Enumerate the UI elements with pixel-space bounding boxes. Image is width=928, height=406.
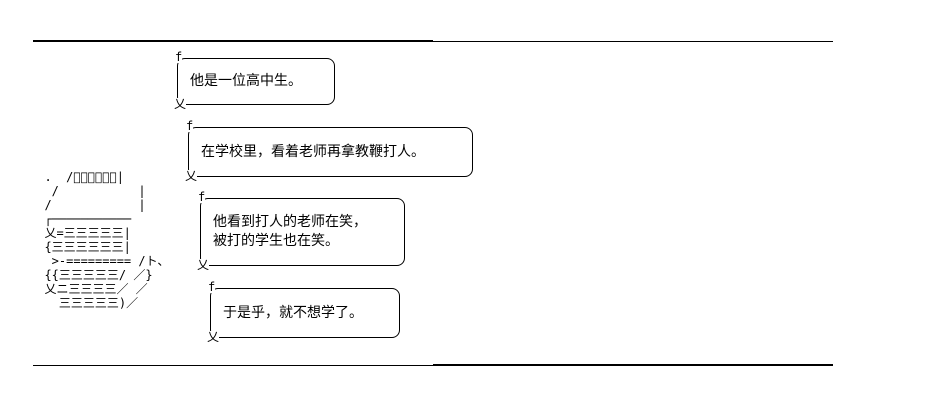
bubble-open-mark: f	[175, 50, 183, 64]
bubble-line: 在学校里，看着老师再拿教鞭打人。	[201, 143, 425, 160]
speech-bubble-4: f 于是乎，就不想学了。 乂	[207, 281, 400, 343]
bubble-close-mark: 乂	[174, 97, 187, 111]
bottom-rule-right	[433, 364, 833, 366]
speech-bubble-3: f 他看到打人的老师在笑， 被打的学生也在笑。 乂	[197, 191, 405, 271]
bubble-open-mark: f	[208, 280, 216, 294]
top-rule-right	[433, 41, 833, 42]
bubble-line: 于是乎，就不想学了。	[223, 304, 363, 321]
bubble-line: 他看到打人的老师在笑，	[213, 214, 367, 230]
bubble-close-mark: 乂	[185, 169, 198, 183]
bubble-open-mark: f	[198, 190, 206, 204]
bubble-line: 他是一位高中生。	[190, 73, 302, 89]
bottom-rule-left	[33, 365, 433, 366]
speech-bubble-1: f 他是一位高中生。 乂	[174, 51, 335, 110]
bubble-open-mark: f	[186, 119, 194, 133]
speech-bubble-2: f 在学校里，看着老师再拿教鞭打人。 乂	[185, 120, 473, 182]
bubble-close-mark: 乂	[197, 258, 210, 272]
ascii-art-figure: . /ﾞ￣￣￣￣￣| / | / | ┌─────────── 乂=三三三三三|…	[44, 170, 170, 310]
bubble-close-mark: 乂	[207, 330, 220, 344]
bubble-line: 被打的学生也在笑。	[213, 233, 339, 249]
top-rule-left	[33, 40, 433, 42]
